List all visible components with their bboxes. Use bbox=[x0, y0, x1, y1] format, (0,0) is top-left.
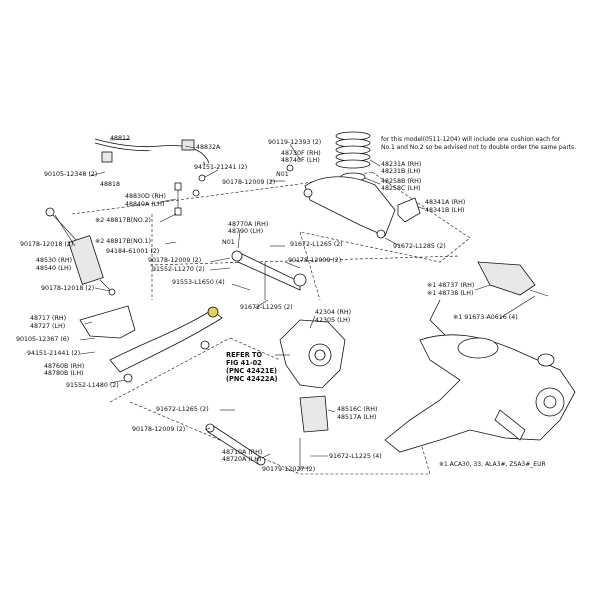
label-90178-12009-d: 90178-12009 (2) bbox=[132, 426, 185, 433]
label-48817b-no2: ※2 48817B(NO.2) bbox=[95, 217, 151, 224]
label-91672-l1265-b: 91672-L1265 (2) bbox=[156, 406, 209, 413]
leader-lines bbox=[54, 138, 536, 469]
label-refer-to: REFER TO bbox=[226, 351, 262, 359]
label-91552-l1480: 91552-L1480 (2) bbox=[66, 382, 119, 389]
label-48727: 48727 (LH) bbox=[30, 323, 65, 330]
label-refer-pnc1: (PNC 42421E) bbox=[226, 367, 277, 375]
lower-arm bbox=[79, 305, 223, 383]
label-91672-l1285: 91672-L1285 (2) bbox=[393, 243, 446, 250]
assembled-view bbox=[384, 299, 576, 453]
label-94151-21441: 94151-21441 (2) bbox=[27, 350, 80, 357]
label-48231b: 48231B (LH) bbox=[381, 168, 421, 175]
label-48830d: 48830D (RH) bbox=[125, 193, 166, 200]
label-refer-pnc2: (PNC 42422A) bbox=[226, 375, 278, 383]
label-48840a: 48840A (LH) bbox=[125, 201, 165, 208]
label-n01-b: N01 bbox=[222, 239, 235, 246]
label-91672-l1295: 91672-L1295 (2) bbox=[240, 304, 293, 311]
label-94151-21241: 94151-21241 (2) bbox=[194, 164, 247, 171]
label-48341b: 48341B (LH) bbox=[425, 207, 465, 214]
label-48258b: 48258B (RH) bbox=[381, 178, 421, 185]
label-48516c: 48516C (RH) bbox=[337, 406, 377, 413]
label-90105-12348: 90105-12348 (2) bbox=[44, 171, 97, 178]
note-line-2: No.1 and No.2 so be advised not to doubl… bbox=[381, 144, 576, 151]
lateral-link bbox=[205, 423, 301, 470]
label-91672-l1225: 91672-L1225 (4) bbox=[329, 453, 382, 460]
label-90178-12009-b: 90178-12009 (2) bbox=[148, 257, 201, 264]
label-90178-12018-b: 90178-12018 (2) bbox=[41, 285, 94, 292]
label-90119-12393: 90119-12393 (2) bbox=[268, 139, 321, 146]
footnote: ※1 ACA30, 33, ALA3#, ZSA3#_EUR bbox=[439, 461, 546, 468]
label-91553-l1650: 91553-L1650 (4) bbox=[172, 279, 225, 286]
label-94184-61001: 94184-61001 (2) bbox=[106, 248, 159, 255]
label-48738: ※1 48738 (LH) bbox=[427, 290, 473, 297]
label-n01-a: N01 bbox=[276, 171, 289, 178]
label-48817b-no1: ※2 48817B(NO.1) bbox=[95, 238, 151, 245]
label-48832a: 48832A bbox=[196, 144, 221, 151]
label-48770a: 48770A (RH) bbox=[228, 221, 268, 228]
coil-spring bbox=[335, 131, 421, 223]
label-48818: 48818 bbox=[100, 181, 120, 188]
upper-spring-arm bbox=[286, 164, 396, 239]
label-48717: 48717 (RH) bbox=[30, 315, 66, 322]
upper-link bbox=[231, 250, 307, 300]
label-48737: ※1 48737 (RH) bbox=[427, 282, 474, 289]
label-48790: 48790 (LH) bbox=[228, 228, 263, 235]
part-labels: 48812 48832A 94151-21241 (2) 90105-12348… bbox=[16, 135, 518, 473]
label-90179-12027: 90179-12027 (2) bbox=[262, 466, 315, 473]
label-90178-12009-c: 90178-12009 (2) bbox=[288, 257, 341, 264]
heat-insulator bbox=[477, 261, 549, 297]
label-48231a: 48231A (RH) bbox=[381, 161, 421, 168]
shock-absorber bbox=[45, 207, 116, 296]
stabilizer-bar bbox=[94, 138, 210, 216]
label-91552-l1270: 91552-L1270 (2) bbox=[152, 266, 205, 273]
label-48258c: 48258C (LH) bbox=[381, 185, 421, 192]
label-48540: 48540 (LH) bbox=[36, 265, 71, 272]
note-line-1: for this model(0511-1204) will include o… bbox=[381, 136, 561, 143]
label-48517a: 48517A (LH) bbox=[337, 414, 377, 421]
label-90178-12009-a: 90178-12009 (2) bbox=[222, 179, 275, 186]
label-48720a: 48720A (LH) bbox=[222, 456, 262, 463]
label-48780b: 48780B (LH) bbox=[44, 370, 84, 377]
label-refer-fig: FIG 41-02 bbox=[226, 359, 262, 367]
guide-lines bbox=[71, 171, 471, 475]
label-42304: 42304 (RH) bbox=[315, 309, 351, 316]
label-91672-l1265-a: 91672-L1265 (2) bbox=[290, 241, 343, 248]
label-48812: 48812 bbox=[110, 135, 130, 142]
rear-knuckle bbox=[279, 319, 346, 433]
label-91673-a0616: ※1 91673-A0616 (4) bbox=[453, 314, 518, 321]
label-48710a: 48710A (RH) bbox=[222, 449, 262, 456]
label-48730f: 48730F (RH) bbox=[281, 150, 321, 157]
label-48530: 48530 (RH) bbox=[36, 257, 72, 264]
label-48740f: 48740F (LH) bbox=[281, 157, 320, 164]
label-48760b: 48760B (RH) bbox=[44, 363, 84, 370]
label-48341a: 48341A (RH) bbox=[425, 199, 465, 206]
label-90105-12367: 90105-12367 (6) bbox=[16, 336, 69, 343]
label-90178-12018-a: 90178-12018 (2) bbox=[20, 241, 73, 248]
label-42305: 42305 (LH) bbox=[315, 317, 350, 324]
